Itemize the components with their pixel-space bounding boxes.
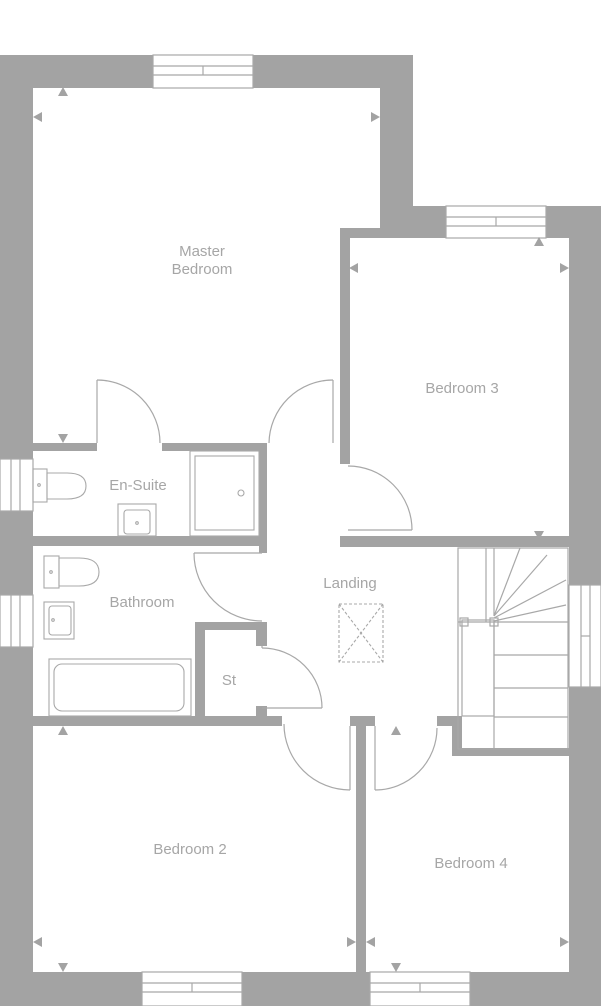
bathroom-label: Bathroom xyxy=(109,594,174,611)
store-label: St xyxy=(222,672,237,689)
walls xyxy=(0,55,601,1006)
bedroom-4-label: Bedroom 4 xyxy=(434,855,507,872)
landing-label: Landing xyxy=(323,575,376,592)
bedroom-3-label: Bedroom 3 xyxy=(425,380,498,397)
master-bedroom-label-line1: Master xyxy=(179,243,225,260)
doors xyxy=(96,379,438,791)
stairs xyxy=(457,547,569,750)
fixtures xyxy=(32,450,384,717)
bedroom-2-label: Bedroom 2 xyxy=(153,841,226,858)
en-suite-label: En-Suite xyxy=(109,477,167,494)
dimension-markers xyxy=(33,87,569,972)
windows xyxy=(0,54,601,1006)
master-bedroom-label-line2: Bedroom xyxy=(172,261,233,278)
